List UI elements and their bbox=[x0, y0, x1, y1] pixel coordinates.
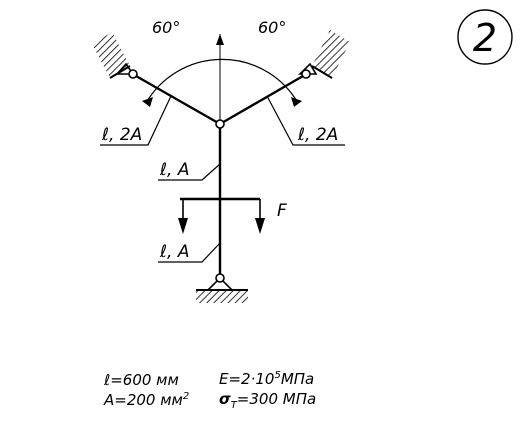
area-value: =200 мм bbox=[114, 391, 183, 409]
right-wall-support bbox=[298, 30, 350, 79]
angle-left-label: 60° bbox=[152, 18, 180, 37]
angle-arrow-top bbox=[216, 34, 224, 45]
area-exponent: 2 bbox=[182, 391, 190, 402]
left-wall-support bbox=[92, 32, 138, 79]
leader-right-bar bbox=[266, 95, 345, 146]
leader-left-bar bbox=[100, 95, 172, 146]
problem-number-circle bbox=[457, 9, 513, 65]
modulus-exponent: 5 bbox=[274, 370, 281, 381]
length-value: =600 мм bbox=[110, 371, 179, 389]
angle-arrow-left bbox=[142, 97, 153, 107]
angle-arrow-right bbox=[291, 97, 302, 107]
angle-arc bbox=[145, 58, 299, 104]
modulus-symbol: E bbox=[219, 370, 229, 388]
right-inclined-bar bbox=[219, 74, 304, 126]
yield-value: =300 МПа bbox=[236, 390, 317, 408]
angle-right-label: 60° bbox=[258, 18, 286, 37]
length-symbol: ℓ bbox=[104, 371, 111, 389]
yield-property: σT=300 МПа bbox=[219, 392, 316, 411]
bar-right-label: ℓ, 2A bbox=[297, 125, 338, 145]
yield-subscript: T bbox=[230, 400, 237, 411]
problem-number: 2 bbox=[473, 16, 497, 60]
area-property: A=200 мм2 bbox=[104, 392, 189, 408]
leader-upper-vertical bbox=[158, 163, 221, 181]
modulus-unit: МПа bbox=[280, 370, 315, 388]
length-property: ℓ=600 мм bbox=[104, 373, 179, 388]
force-label: F bbox=[277, 201, 287, 221]
bar-lower-label: ℓ, A bbox=[159, 242, 189, 262]
bottom-hinge bbox=[215, 273, 225, 283]
central-hinge bbox=[215, 119, 225, 129]
force-arrow-right-head bbox=[255, 218, 265, 234]
area-symbol: A bbox=[104, 391, 115, 409]
modulus-property: E=2·105МПа bbox=[219, 371, 314, 387]
left-hinge bbox=[128, 69, 138, 79]
left-inclined-bar bbox=[135, 74, 221, 126]
bar-upper-label: ℓ, A bbox=[159, 160, 189, 180]
right-hinge bbox=[301, 69, 311, 79]
bar-left-label: ℓ, 2A bbox=[101, 125, 142, 145]
bottom-ground-support bbox=[196, 273, 248, 303]
yield-symbol: σ bbox=[219, 390, 231, 408]
leader-lower-vertical bbox=[158, 242, 221, 263]
force-arrow-left-head bbox=[178, 218, 188, 234]
modulus-value: =2·10 bbox=[228, 370, 275, 388]
